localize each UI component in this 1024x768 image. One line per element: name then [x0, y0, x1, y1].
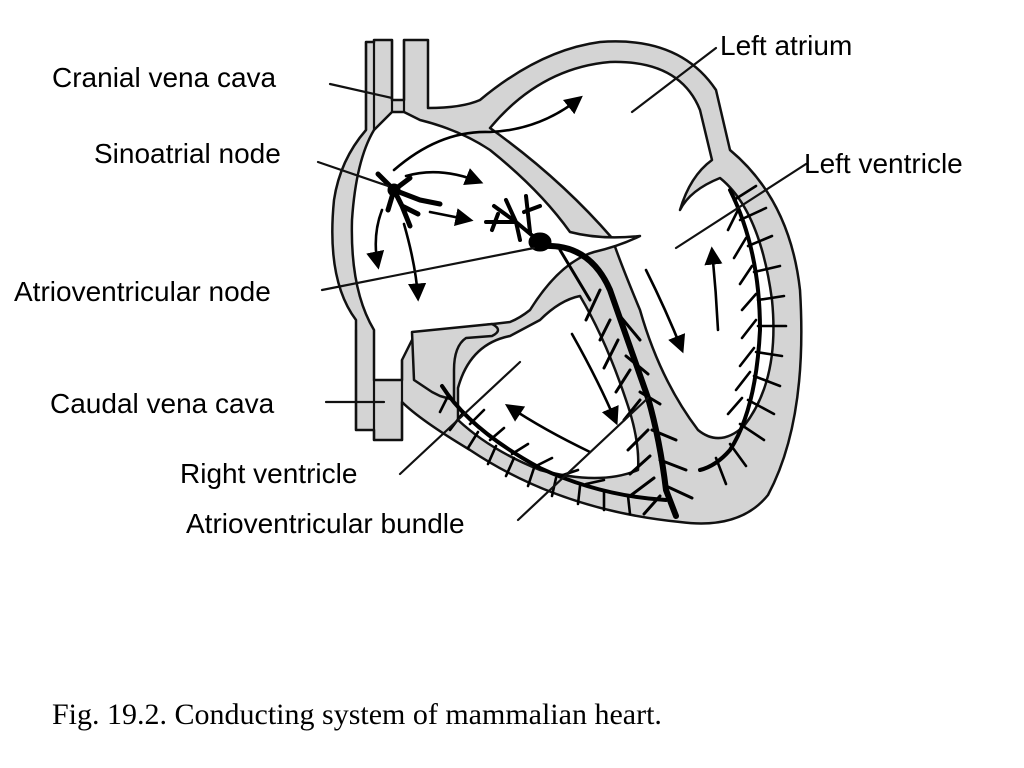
cranial-vena-cava-wall: [364, 38, 406, 132]
caudal-vena-cava-inlet: [410, 322, 500, 402]
label-sinoatrial-node: Sinoatrial node: [94, 138, 281, 169]
figure-caption: Fig. 19.2. Conducting system of mammalia…: [52, 698, 662, 731]
label-caudal-vena-cava: Caudal vena cava: [50, 388, 275, 419]
purkinje-fibres-left: [698, 184, 788, 486]
label-left-ventricle: Left ventricle: [804, 148, 963, 179]
leader-lines: [316, 46, 808, 522]
label-right-ventricle: Right ventricle: [180, 458, 358, 489]
atrioventricular-node: [484, 194, 552, 252]
impulse-arrows: [366, 95, 723, 454]
left-chambers-cavity: [488, 60, 775, 440]
caudal-vena-cava-wall: [354, 328, 404, 442]
label-cranial-vena-cava: Cranial vena cava: [52, 62, 277, 93]
label-atrioventricular-node: Atrioventricular node: [14, 276, 271, 307]
sinoatrial-node: [375, 171, 443, 229]
label-left-atrium: Left atrium: [720, 30, 853, 61]
label-atrioventricular-bundle: Atrioventricular bundle: [186, 508, 465, 539]
